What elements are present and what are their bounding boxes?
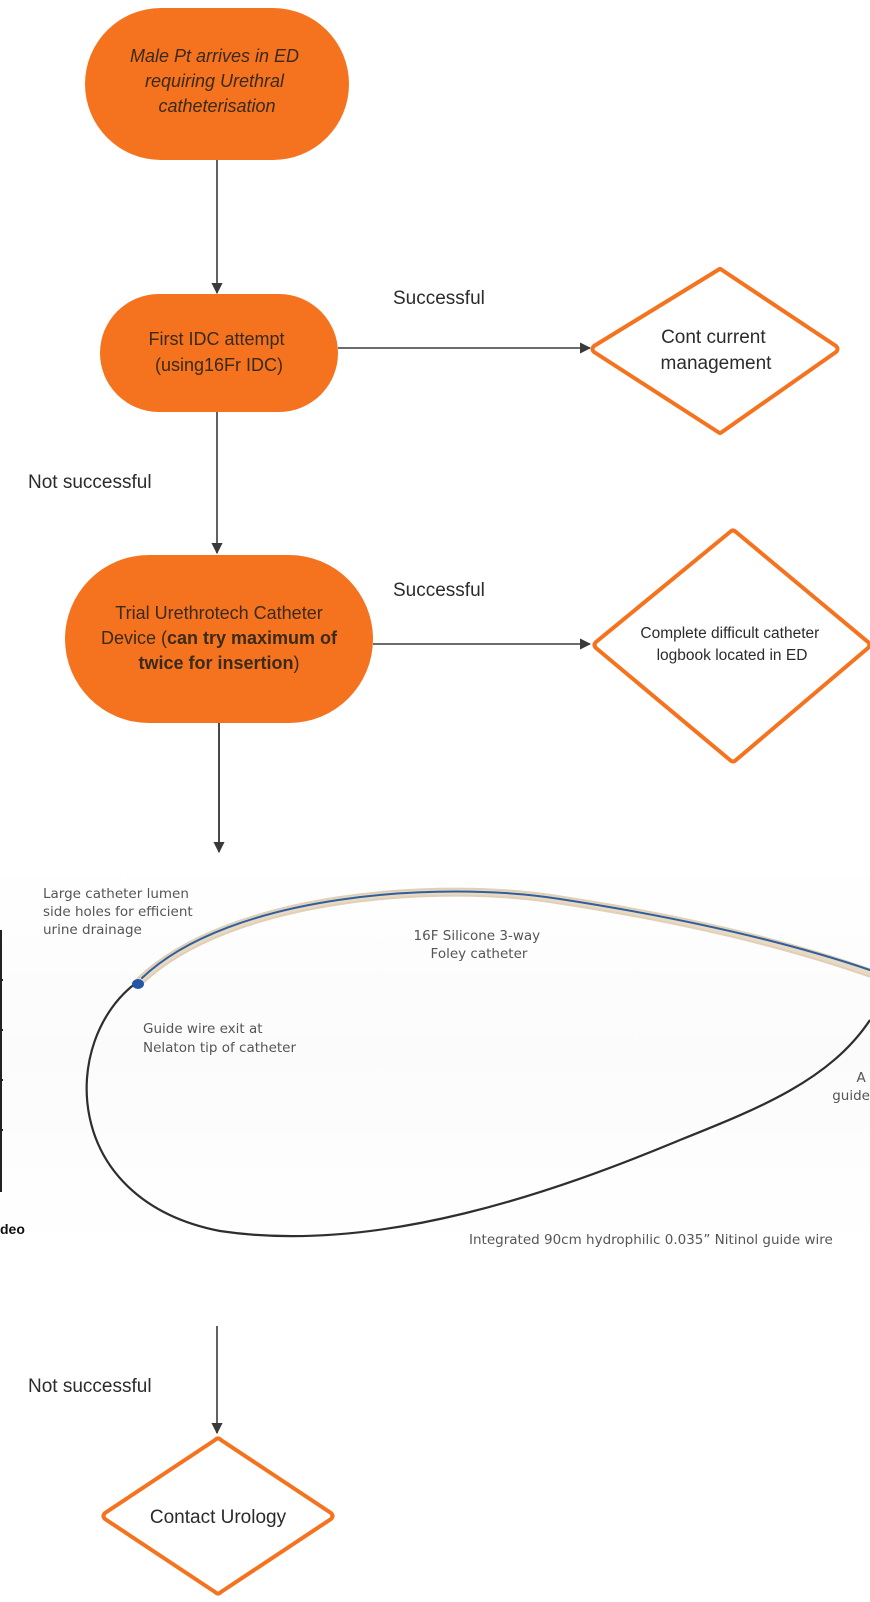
contact-urology-label: Contact Urology: [150, 1507, 287, 1528]
svg-text:First IDC attempt (using: First IDC attempt (using16Fr IDC): [148, 329, 289, 375]
trial-line-3-bold: twice for insertion: [138, 653, 293, 673]
photo-background: [0, 858, 870, 1248]
first-attempt-line-2: (using16Fr IDC): [155, 355, 283, 375]
label-not-successful-2: Not successful: [28, 1376, 152, 1397]
svg-text:twice for insertion): twice for insertion): [138, 653, 299, 673]
svg-text:Complete difficult catheter: Complete difficult catheter logbook loca…: [640, 625, 823, 664]
video-frame-fragment: deo: [0, 930, 25, 1237]
logbook-line-2: logbook located in ED: [657, 647, 808, 664]
label-not-successful-1: Not successful: [28, 472, 152, 493]
start-line-1: Male Pt arrives in ED: [130, 46, 299, 66]
start-node: Male Pt arrives in ED requiring Urethral…: [85, 8, 349, 160]
cont-line-2: management: [661, 353, 773, 374]
trial-line-3-plain: ): [294, 653, 300, 673]
svg-text:Male Pt arrives in ED re: Male Pt arrives in ED requiring Urethral…: [130, 46, 304, 116]
label-exit: Guide wire exit at Nelaton tip of cathet…: [143, 1021, 296, 1056]
catheter-blue-stripe: [141, 890, 870, 979]
catheter-tip: [132, 979, 144, 989]
label-wire: Integrated 90cm hydrophilic 0.035” Nitin…: [469, 1232, 833, 1248]
cont-line-1: Cont current: [661, 327, 766, 348]
logbook-line-1: Complete difficult catheter: [640, 625, 819, 642]
label-partial: A guide: [832, 1070, 870, 1104]
label-successful-1: Successful: [393, 288, 485, 309]
label-lumen: Large catheter lumen side holes for effi…: [43, 886, 197, 938]
svg-text:Cont current management: Cont current management: [661, 327, 773, 374]
cont-management-diamond: Cont current management: [590, 267, 840, 435]
start-line-3: catheterisation: [158, 96, 275, 116]
guide-wire: [85, 982, 870, 1238]
first-attempt-node: First IDC attempt (using16Fr IDC): [100, 294, 338, 412]
first-attempt-line-1: First IDC attempt: [148, 329, 284, 349]
svg-text:Device (can try maximum of: Device (can try maximum of: [101, 628, 338, 648]
svg-text:Trial Urethrotech Catheter: Trial Urethrotech Catheter: [115, 603, 322, 623]
device-photo: deo Large catheter lumen side holes for …: [0, 858, 870, 1248]
logbook-diamond: Complete difficult catheter logbook loca…: [592, 528, 870, 764]
label-successful-2: Successful: [393, 580, 485, 601]
video-text-fragment: deo: [0, 1221, 25, 1237]
trial-line-2-bold: can try maximum of: [167, 628, 338, 648]
contact-urology-diamond: Contact Urology: [101, 1436, 335, 1596]
start-line-2: requiring Urethral: [145, 71, 285, 91]
label-foley: 16F Silicone 3-way Foley catheter: [414, 928, 545, 962]
trial-line-2-plain: Device (: [101, 628, 167, 648]
trial-line-1: Trial Urethrotech Catheter: [115, 603, 322, 623]
trial-device-node: Trial Urethrotech Catheter Device (can t…: [65, 555, 373, 723]
